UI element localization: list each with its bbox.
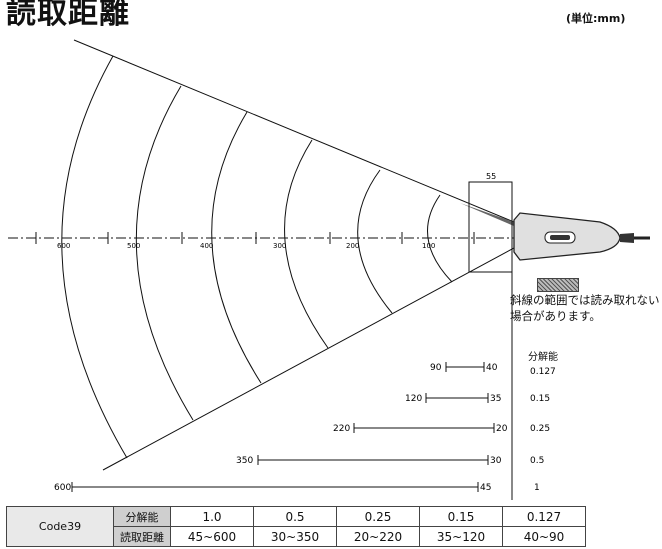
svg-text:600: 600: [54, 483, 71, 493]
dimension-label: 55: [486, 172, 496, 181]
svg-text:1: 1: [534, 483, 540, 493]
axis-label-500: 500: [127, 242, 140, 250]
cone-upper-edge: [73, 39, 515, 223]
dimension-box: [468, 181, 513, 273]
hatched-legend-text: 斜線の範囲では読み取れない場合があります。: [510, 293, 660, 323]
resolution-cell: 0.127: [502, 506, 586, 527]
hatched-legend-swatch: [537, 278, 579, 292]
axis-label-100: 100: [422, 242, 435, 250]
distance-cell: 20~220: [336, 526, 420, 547]
axis-ticks: [35, 232, 475, 244]
resolution-cell: 1.0: [170, 506, 254, 527]
range-bars: [71, 362, 495, 492]
distance-cell: 45~600: [170, 526, 254, 547]
svg-text:120: 120: [405, 394, 422, 404]
resolution-cell: 0.15: [419, 506, 503, 527]
svg-text:45: 45: [480, 483, 491, 493]
hatched-area: [460, 203, 514, 226]
axis-label-400: 400: [200, 242, 213, 250]
resolution-cell: 0.5: [253, 506, 337, 527]
svg-text:0.15: 0.15: [530, 394, 550, 404]
svg-text:0.5: 0.5: [530, 456, 544, 466]
page-title: 読取距離: [6, 0, 130, 31]
resolution-values: 0.127 0.15 0.25 0.5 1: [530, 367, 556, 493]
range-labels: 90 40 120 35 220 20 350 30 600 45: [54, 363, 508, 493]
unit-note: (単位:mm): [566, 12, 626, 25]
arc-500: [135, 85, 194, 421]
arc-600: [61, 55, 128, 459]
distance-cell: 35~120: [419, 526, 503, 547]
axis-label-600: 600: [57, 242, 70, 250]
row-label-resolution: 分解能: [113, 506, 171, 527]
cone-lower-edge: [102, 247, 515, 471]
svg-text:220: 220: [333, 424, 350, 434]
scanner-icon: [513, 212, 650, 261]
distance-cell: 40~90: [502, 526, 586, 547]
resolution-header: 分解能: [528, 352, 558, 363]
code-type-cell: Code39: [6, 506, 114, 547]
svg-text:30: 30: [490, 456, 502, 466]
axis-label-300: 300: [273, 242, 286, 250]
arc-300: [284, 139, 329, 349]
svg-text:0.127: 0.127: [530, 367, 556, 377]
svg-text:0.25: 0.25: [530, 424, 550, 434]
svg-text:40: 40: [486, 363, 498, 373]
row-label-distance: 読取距離: [113, 526, 171, 547]
svg-text:90: 90: [430, 363, 442, 373]
table-row: Code39 分解能 1.0 0.5 0.25 0.15 0.127: [6, 506, 586, 547]
arc-400: [211, 111, 262, 384]
svg-text:35: 35: [490, 394, 501, 404]
arc-200: [357, 169, 393, 314]
axis-label-200: 200: [346, 242, 359, 250]
svg-text:20: 20: [496, 424, 508, 434]
spec-table: Code39 分解能 1.0 0.5 0.25 0.15 0.127 読取距離 …: [6, 506, 586, 547]
svg-text:350: 350: [236, 456, 253, 466]
resolution-cell: 0.25: [336, 506, 420, 527]
table-row: 読取距離 45~600 30~350 20~220 35~120 40~90: [7, 526, 586, 547]
distance-cell: 30~350: [253, 526, 337, 547]
